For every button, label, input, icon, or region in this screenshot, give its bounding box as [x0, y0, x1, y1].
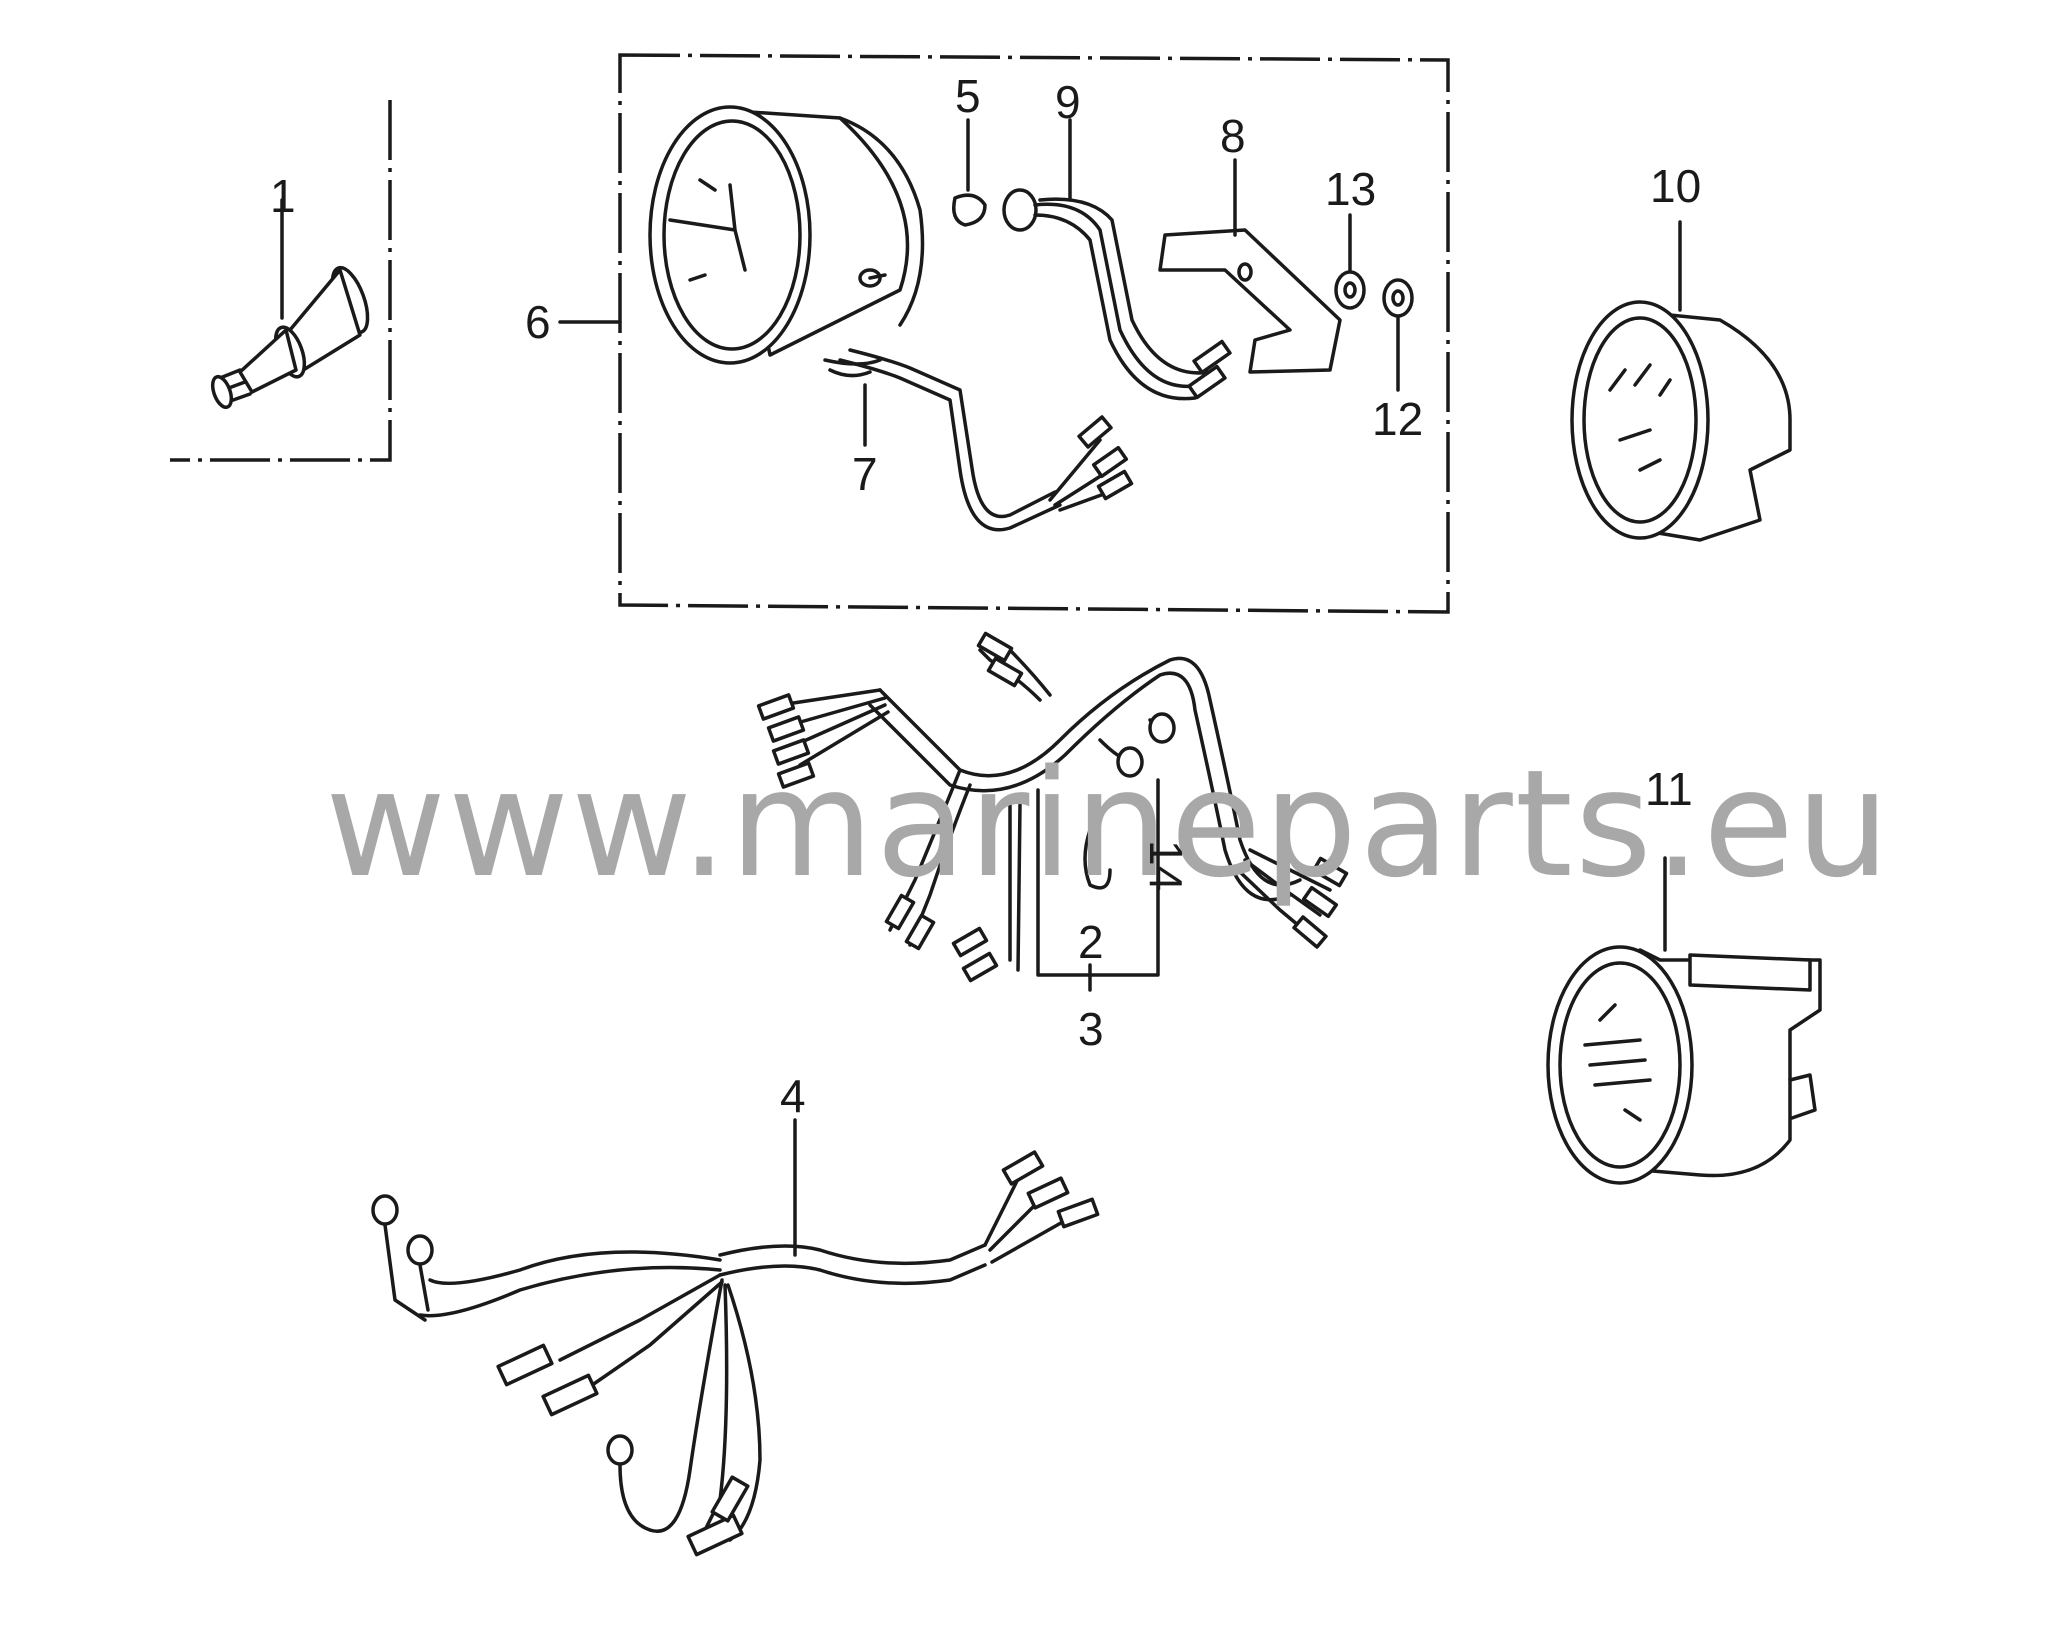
part-7-bracket[interactable] [823, 358, 882, 447]
callout-bracket-3 [1036, 778, 1160, 992]
callout-13[interactable]: 13 [1325, 163, 1376, 215]
part-13-washer[interactable] [1334, 213, 1366, 310]
callout-14[interactable]: 14 [1140, 840, 1192, 891]
gauge-harness[interactable] [838, 348, 1134, 532]
callout-labels: 1 2 3 4 5 6 7 8 9 10 11 12 13 14 [270, 70, 1701, 1122]
part-1-frame [170, 100, 392, 462]
callout-2[interactable]: 2 [1078, 916, 1104, 968]
callout-6[interactable]: 6 [525, 296, 551, 348]
callout-9[interactable]: 9 [1055, 76, 1081, 128]
callout-12[interactable]: 12 [1372, 393, 1423, 445]
part-4-engine-harness[interactable] [371, 1118, 1100, 1557]
watermark: www.marineparts.eu [325, 738, 1892, 910]
callout-5[interactable]: 5 [955, 70, 981, 122]
part-1-switch[interactable] [209, 198, 375, 410]
callout-4[interactable]: 4 [780, 1070, 806, 1122]
callout-8[interactable]: 8 [1220, 110, 1246, 162]
callout-7[interactable]: 7 [852, 448, 878, 500]
part-5-bulb[interactable] [952, 118, 987, 227]
harness-plugs-left [756, 693, 816, 789]
part-12-nut[interactable] [1382, 278, 1414, 392]
callout-3[interactable]: 3 [1078, 1003, 1104, 1055]
part-10-gauge[interactable] [1570, 220, 1792, 542]
part-9-lamp-wire[interactable] [1002, 118, 1232, 401]
assembly-box-6 [558, 53, 1450, 614]
callout-11[interactable]: 11 [1645, 763, 1693, 815]
callout-10[interactable]: 10 [1650, 160, 1701, 212]
part-3-main-harness[interactable] [756, 631, 1349, 983]
callout-1[interactable]: 1 [270, 170, 296, 222]
part-11-gauge[interactable] [1546, 856, 1822, 1185]
part-8-bracket[interactable] [1158, 158, 1342, 374]
tachometer-gauge[interactable] [648, 105, 925, 365]
